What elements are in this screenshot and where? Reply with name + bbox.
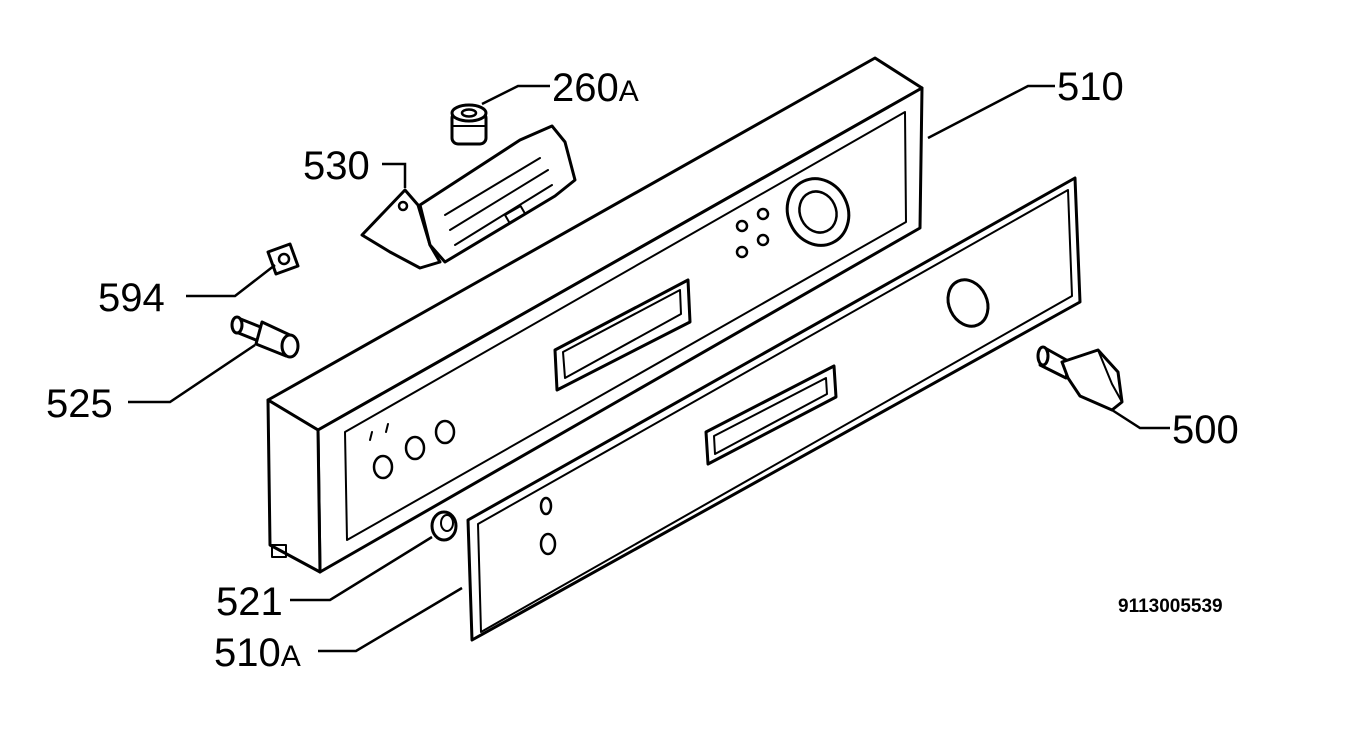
- front-decor-panel: [466, 176, 1082, 642]
- callout-530: 530: [303, 144, 370, 188]
- cylinder-260a: [450, 103, 488, 146]
- callout-500: 500: [1172, 408, 1239, 452]
- square-nut-594: [266, 242, 300, 276]
- control-panel-housing: [266, 56, 924, 574]
- callout-510: 510: [1057, 65, 1124, 109]
- callout-510a: 510A: [214, 631, 301, 675]
- callout-525: 525: [46, 382, 113, 426]
- document-number: 9113005539: [1118, 596, 1223, 617]
- knob-500: [1036, 345, 1124, 412]
- push-button-525: [230, 315, 300, 359]
- holder-bracket-530: [360, 124, 577, 270]
- leader-lines: [128, 84, 1170, 653]
- callout-260a: 260A: [552, 66, 639, 110]
- callout-521: 521: [216, 580, 283, 624]
- cap-521: [430, 510, 458, 542]
- callout-594: 594: [98, 276, 165, 320]
